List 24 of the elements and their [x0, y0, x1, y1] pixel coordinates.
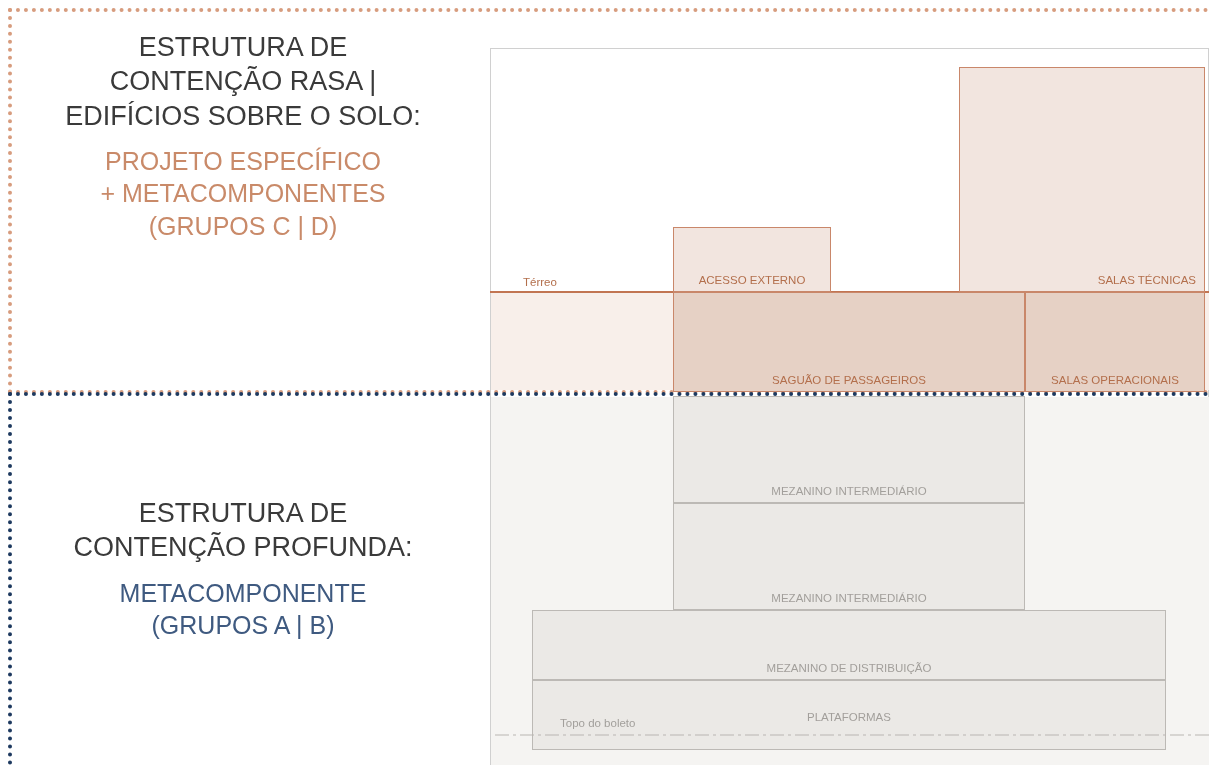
floor-block [959, 67, 1205, 292]
floor-label: MEZANINO INTERMEDIÁRIO [771, 485, 927, 497]
floor-label: SALAS TÉCNICAS [1097, 274, 1196, 286]
floor-label: SAGUÃO DE PASSAGEIROS [772, 374, 926, 386]
section-band [8, 8, 1209, 394]
floor-block [673, 292, 1025, 392]
floor-block [673, 227, 831, 292]
floor-label: ACESSO EXTERNO [698, 274, 806, 286]
floor-block [532, 610, 1166, 680]
section-band [8, 392, 1209, 765]
section-subheading: PROJETO ESPECÍFICO + METACOMPONENTES (GRUPOS C | D) [99, 145, 387, 242]
floor-label: MEZANINO INTERMEDIÁRIO [771, 592, 927, 604]
section-heading: ESTRUTURA DE CONTENÇÃO RASA | EDIFÍCIOS SOBRE O SOLO: [64, 31, 422, 133]
level-label: Topo do boleto [560, 717, 636, 729]
floor-block [532, 680, 1166, 750]
level-label: Térreo [523, 276, 557, 288]
section-heading: ESTRUTURA DE CONTENÇÃO PROFUNDA: [72, 497, 414, 565]
floor-label: SALAS OPERACIONAIS [1051, 374, 1179, 386]
section-subheading: METACOMPONENTE (GRUPOS A | B) [118, 577, 368, 642]
floor-block [673, 503, 1025, 610]
floor-label: MEZANINO DE DISTRIBUIÇÃO [766, 662, 932, 674]
floor-block [673, 396, 1025, 503]
floor-label: PLATAFORMAS [807, 711, 891, 723]
floor-block [1025, 292, 1205, 392]
